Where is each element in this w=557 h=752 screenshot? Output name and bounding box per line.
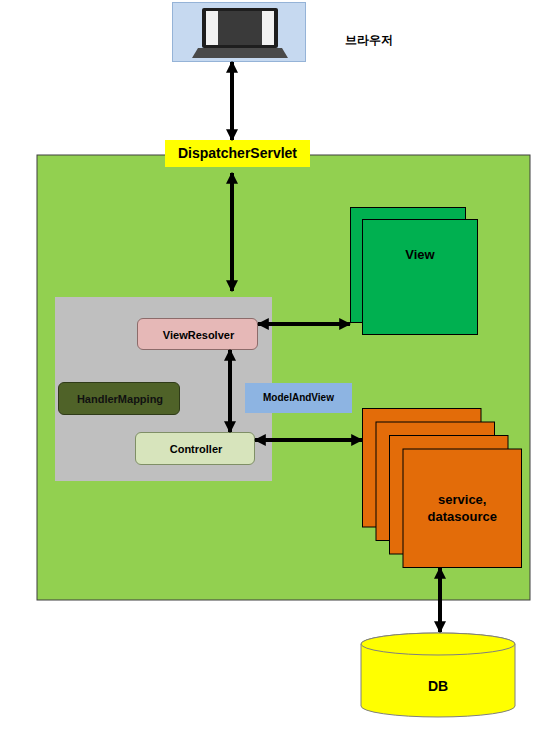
stack-outline bbox=[350, 207, 478, 335]
flow-arrow bbox=[230, 62, 234, 140]
container-box bbox=[37, 155, 530, 600]
laptop-illustration bbox=[172, 2, 306, 62]
stacked-box: View bbox=[350, 207, 478, 335]
node-label: ViewResolver bbox=[138, 319, 259, 351]
laptop-base bbox=[192, 48, 288, 58]
stacked-box: service, datasource bbox=[362, 408, 522, 568]
screen-image bbox=[218, 11, 262, 45]
group-box bbox=[55, 297, 272, 481]
process-box: HandlerMapping bbox=[58, 382, 180, 415]
stack-sheet bbox=[403, 449, 522, 568]
node-label: HandlerMapping bbox=[59, 383, 181, 416]
database-cylinder: DB bbox=[360, 632, 516, 718]
process-box: DispatcherServlet bbox=[165, 140, 310, 167]
stack-sheet bbox=[363, 220, 478, 335]
process-box: Controller bbox=[135, 432, 255, 465]
client-box: 브라우저 bbox=[172, 2, 306, 62]
node-label: ModelAndView bbox=[245, 383, 352, 413]
laptop-screen bbox=[202, 8, 278, 48]
flow-arrow bbox=[230, 173, 234, 291]
node-label: Controller bbox=[136, 433, 256, 466]
node-label: DispatcherServlet bbox=[165, 140, 310, 167]
screen-glass bbox=[206, 11, 274, 45]
cylinder-body bbox=[361, 633, 515, 717]
flow-arrow bbox=[228, 350, 232, 432]
stack-outline bbox=[362, 408, 522, 568]
node-label: 브라우저 bbox=[345, 31, 425, 49]
node-label: DB bbox=[360, 654, 516, 718]
node-label: View bbox=[362, 197, 478, 313]
process-box: ViewResolver bbox=[137, 318, 258, 350]
flow-arrow bbox=[258, 322, 350, 326]
flow-arrow bbox=[255, 438, 362, 442]
cylinder-outline bbox=[360, 632, 516, 718]
node-label: service, datasource bbox=[417, 449, 507, 569]
flow-arrow bbox=[438, 568, 442, 632]
cylinder-top bbox=[361, 633, 515, 655]
process-box: ModelAndView bbox=[245, 383, 352, 413]
